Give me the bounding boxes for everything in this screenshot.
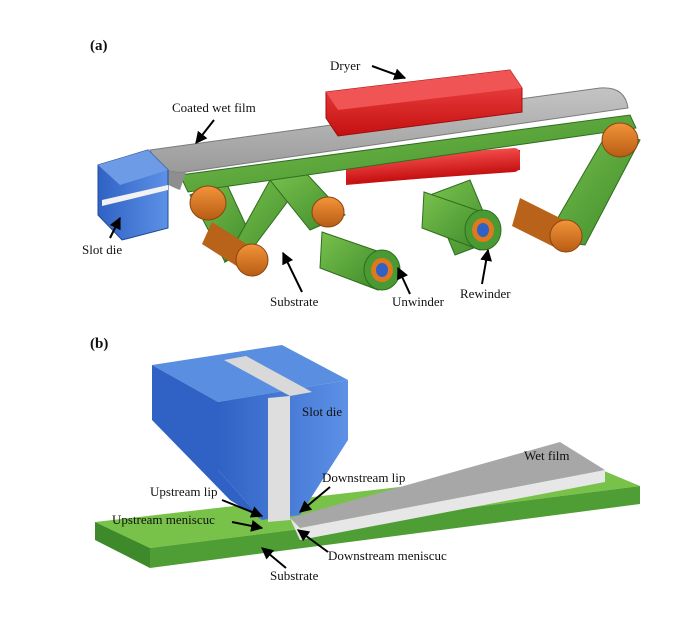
rollers <box>189 122 639 277</box>
label-coated-wet-film: Coated wet film <box>172 100 256 115</box>
label-slot-die-b: Slot die <box>302 404 342 419</box>
label-downstream-meniscus: Downstream meniscuc <box>328 548 447 563</box>
unwinder-roll <box>319 231 401 291</box>
label-rewinder: Rewinder <box>460 286 511 301</box>
panel-b: (b) Slot die Wet film Upstream lip <box>90 336 640 583</box>
dryer-upper <box>325 69 523 137</box>
panel-b-label: (b) <box>90 336 108 352</box>
label-upstream-lip: Upstream lip <box>150 484 218 499</box>
panel-a: (a) <box>82 38 641 309</box>
label-downstream-lip: Downstream lip <box>322 470 405 485</box>
label-unwinder: Unwinder <box>392 294 445 309</box>
label-substrate-b: Substrate <box>270 568 319 583</box>
wet-film-b <box>290 442 605 540</box>
label-upstream-meniscus: Upstream meniscuc <box>112 512 215 527</box>
slot-die-b <box>152 345 348 522</box>
label-slot-die-a: Slot die <box>82 242 122 257</box>
panel-a-label: (a) <box>90 38 108 54</box>
label-substrate-a: Substrate <box>270 294 319 309</box>
label-dryer: Dryer <box>330 58 361 73</box>
label-wet-film: Wet film <box>524 448 570 463</box>
slot-die-a <box>97 149 169 241</box>
